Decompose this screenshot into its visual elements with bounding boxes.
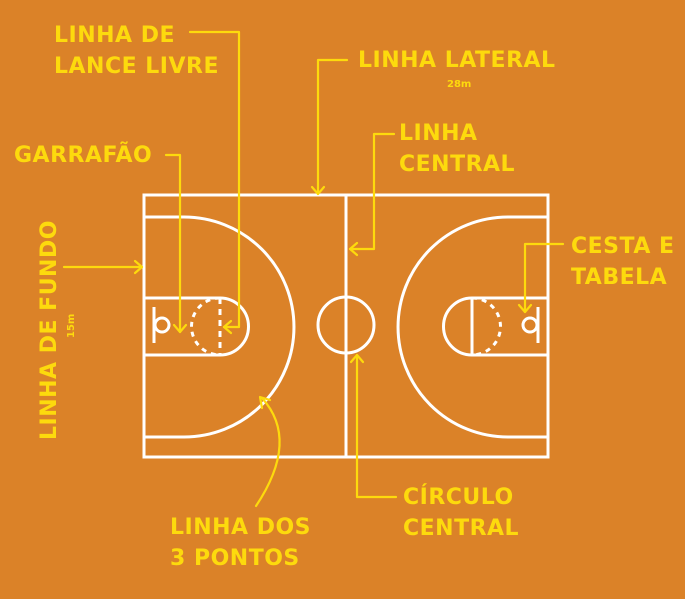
arrowhead-free-throw: [222, 319, 233, 335]
leader-three-point: [254, 396, 281, 508]
basket-ring-left: [153, 316, 171, 334]
free-throw-circle-dashed-left: [190, 296, 221, 357]
leader-center-line: [348, 132, 396, 251]
label-three-point-1: LINHA DOS: [170, 515, 312, 540]
label-center-circle-2: CENTRAL: [403, 516, 520, 541]
label-key: GARRAFÃO: [14, 143, 153, 168]
label-sideline-measure: 28m: [447, 79, 472, 90]
label-baseline-measure: 15m: [66, 313, 77, 338]
arrowhead-baseline: [133, 259, 144, 275]
leader-key: [164, 153, 182, 334]
label-center-line-1: LINHA: [399, 121, 478, 146]
arrowhead-key: [172, 323, 188, 334]
center-circle: [316, 295, 376, 355]
key-right: [442, 296, 548, 357]
label-baseline: LINHA DE FUNDO: [37, 220, 62, 440]
label-three-point-line: LINHA DOS 3 PONTOS: [170, 512, 311, 574]
arrowhead-three-point: [258, 395, 272, 410]
label-free-throw-line-2: LANCE LIVRE: [54, 54, 219, 79]
free-throw-circle-dashed-right: [471, 296, 502, 357]
arrowhead-center-circle: [349, 353, 365, 364]
label-free-throw-line-1: LINHA DE: [54, 23, 176, 48]
label-free-throw-line: LINHA DE LANCE LIVRE: [54, 20, 219, 82]
leader-free-throw-line: [188, 30, 241, 329]
three-point-line-left: [144, 215, 296, 439]
leader-sideline: [316, 58, 349, 196]
label-basket-2: TABELA: [571, 265, 668, 290]
key-left: [144, 296, 250, 357]
arrowhead-sideline: [310, 185, 326, 196]
arrowhead-basket: [517, 303, 533, 314]
leader-lines: [62, 30, 565, 508]
label-center-circle: CÍRCULO CENTRAL: [403, 482, 519, 544]
court-lines: [142, 193, 550, 459]
label-center-circle-1: CÍRCULO: [403, 485, 514, 510]
arrowhead-center-line: [348, 241, 359, 257]
label-center-line-2: CENTRAL: [399, 152, 516, 177]
label-sideline: LINHA LATERAL: [358, 48, 556, 73]
label-three-point-2: 3 PONTOS: [170, 546, 300, 571]
basket-ring-right: [521, 316, 539, 334]
label-basket-1: CESTA E: [571, 234, 675, 259]
leader-center-circle: [355, 353, 398, 499]
label-basket-backboard: CESTA E TABELA: [571, 231, 675, 293]
leader-basket: [523, 242, 565, 314]
label-center-line: LINHA CENTRAL: [399, 118, 515, 180]
three-point-line-right: [396, 215, 548, 439]
